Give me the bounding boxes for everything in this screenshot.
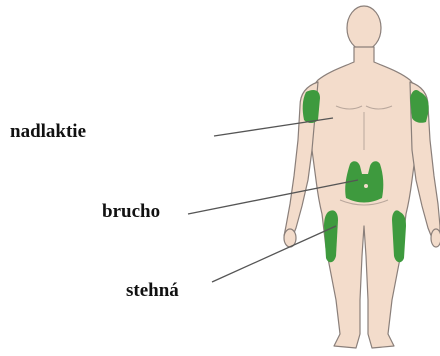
zone-thigh-right: [392, 210, 406, 262]
navel: [364, 184, 368, 188]
head: [347, 6, 381, 50]
zone-upper-arm-left: [303, 90, 320, 123]
zone-thigh-left: [324, 210, 338, 262]
leader-thigh: [212, 226, 336, 282]
hand-right: [431, 229, 440, 247]
